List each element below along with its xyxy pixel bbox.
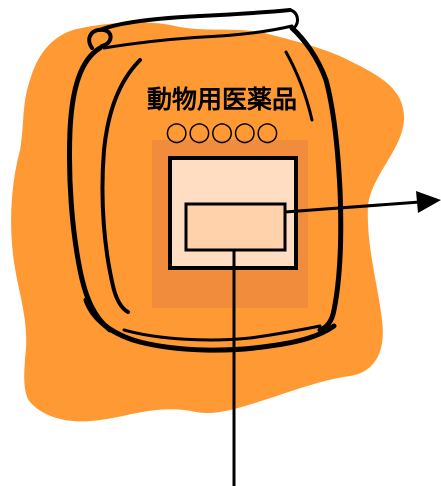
- right-arrow-head: [416, 191, 441, 213]
- bag-title: 動物用医薬品: [147, 85, 297, 114]
- right-arrow-line: [284, 200, 421, 214]
- bag-subtitle-circles: ○○○○○: [165, 117, 278, 147]
- bag-outline: [66, 8, 344, 353]
- small-label-box: [184, 202, 287, 252]
